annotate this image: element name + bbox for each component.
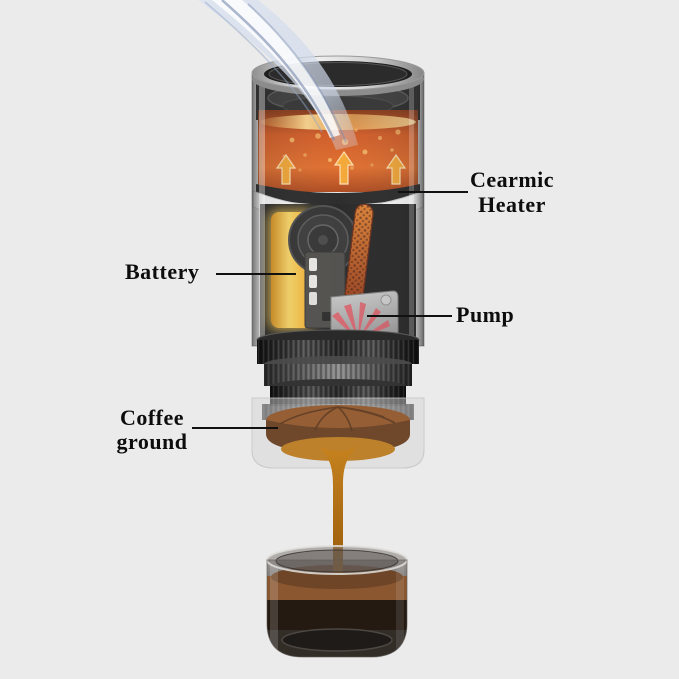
coffee-ground-label: Coffee ground: [106, 406, 198, 454]
coffee-ground-label-line2: ground: [116, 429, 188, 454]
heater-leader-line: [398, 191, 468, 193]
pump-label: Pump: [456, 302, 514, 327]
water-stream: [198, 0, 358, 150]
coffee-ground-leader-line: [192, 427, 278, 429]
coffee-puck: [266, 405, 410, 453]
heater-label-line2: Heater: [478, 192, 546, 217]
coffee-ground-label-line1: Coffee: [119, 405, 185, 430]
battery-label-text: Battery: [125, 259, 200, 284]
battery-label: Battery: [125, 259, 199, 284]
coffee-stream: [318, 446, 358, 566]
pump-leader-line: [367, 315, 452, 317]
coffee-outlet-pool: [281, 437, 395, 461]
battery-leader-line: [216, 273, 296, 275]
heater-label-line1: Cearmic: [469, 167, 555, 192]
filter-basket: [251, 397, 425, 469]
heater-label: Cearmic Heater: [462, 167, 562, 217]
pump-label-text: Pump: [456, 302, 515, 327]
espresso-cup: [266, 545, 408, 658]
